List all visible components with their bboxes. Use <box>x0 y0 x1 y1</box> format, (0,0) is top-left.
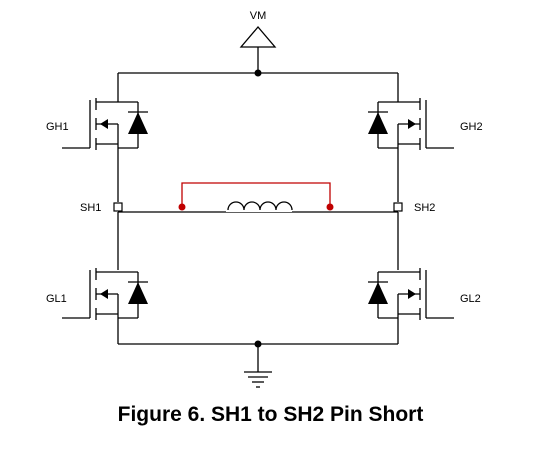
gh2-label: GH2 <box>460 121 483 133</box>
sh2-label: SH2 <box>414 202 435 214</box>
figure-caption: Figure 6. SH1 to SH2 Pin Short <box>117 403 424 426</box>
pin-short <box>178 182 334 211</box>
sh1-pin <box>113 202 123 212</box>
motor-inductor <box>226 198 293 212</box>
gh1-label: GH1 <box>46 121 69 133</box>
ground-symbol <box>244 344 272 388</box>
sh2-pin <box>393 202 403 212</box>
gh1-mosfet <box>62 98 148 150</box>
sh1-label: SH1 <box>80 202 101 214</box>
gh2-mosfet <box>368 98 454 150</box>
vm-supply-symbol <box>239 25 277 73</box>
gl2-mosfet <box>368 268 454 320</box>
supply-node <box>254 69 262 77</box>
gl1-mosfet <box>62 268 148 320</box>
vm-label: VM <box>250 10 267 22</box>
gl1-label: GL1 <box>46 293 67 305</box>
gl2-label: GL2 <box>460 293 481 305</box>
